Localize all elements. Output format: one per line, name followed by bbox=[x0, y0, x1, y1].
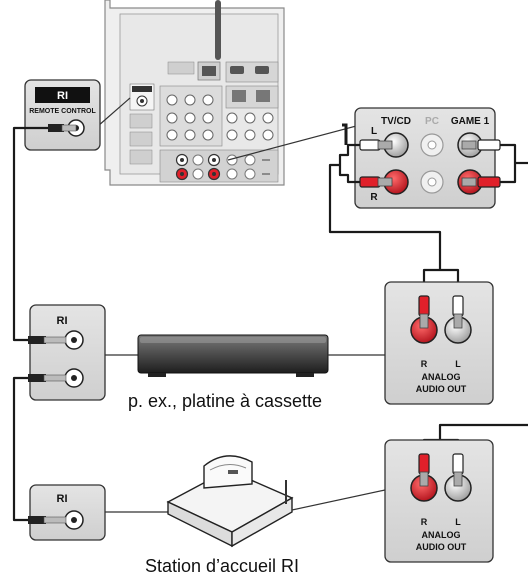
dock-out-label-1: ANALOG bbox=[422, 530, 461, 540]
dock-caption: Station d’accueil RI bbox=[145, 556, 299, 576]
dock-ri-label: RI bbox=[57, 493, 68, 505]
ri-remote-callout: RI REMOTE CONTROL bbox=[24, 79, 131, 151]
remote-ri-logo: RI bbox=[57, 90, 68, 102]
dock-out-label-2: AUDIO OUT bbox=[416, 542, 467, 552]
dock-out-l-label: L bbox=[455, 517, 461, 527]
port-label-left: L bbox=[371, 126, 377, 137]
ri-dock-device: RI Station d’accueil RI R L ANALOG AUDIO… bbox=[28, 439, 494, 576]
analog-input-callout: TV/CD PC GAME 1 L R bbox=[227, 107, 501, 209]
cassette-caption: p. ex., platine à cassette bbox=[128, 391, 322, 411]
antenna-icon bbox=[215, 0, 221, 60]
cassette-out-l-label: L bbox=[455, 359, 461, 369]
cassette-deck-body bbox=[137, 334, 329, 374]
remote-control-label: REMOTE CONTROL bbox=[29, 108, 96, 115]
cassette-out-label-2: AUDIO OUT bbox=[416, 384, 467, 394]
port-label-right: R bbox=[370, 192, 378, 203]
cassette-out-label-1: ANALOG bbox=[422, 372, 461, 382]
receiver-back-panel bbox=[104, 0, 285, 186]
cassette-deck-device: RI p. ex., platine à cassette R L ANALOG… bbox=[28, 281, 494, 411]
dock-out-r-label: R bbox=[421, 517, 428, 527]
port-label-tvcd: TV/CD bbox=[381, 116, 411, 127]
port-label-game1: GAME 1 bbox=[451, 116, 490, 127]
cassette-ri-label: RI bbox=[57, 315, 68, 327]
port-label-pc: PC bbox=[425, 116, 439, 127]
cassette-out-r-label: R bbox=[421, 359, 428, 369]
dock-body bbox=[166, 455, 294, 548]
